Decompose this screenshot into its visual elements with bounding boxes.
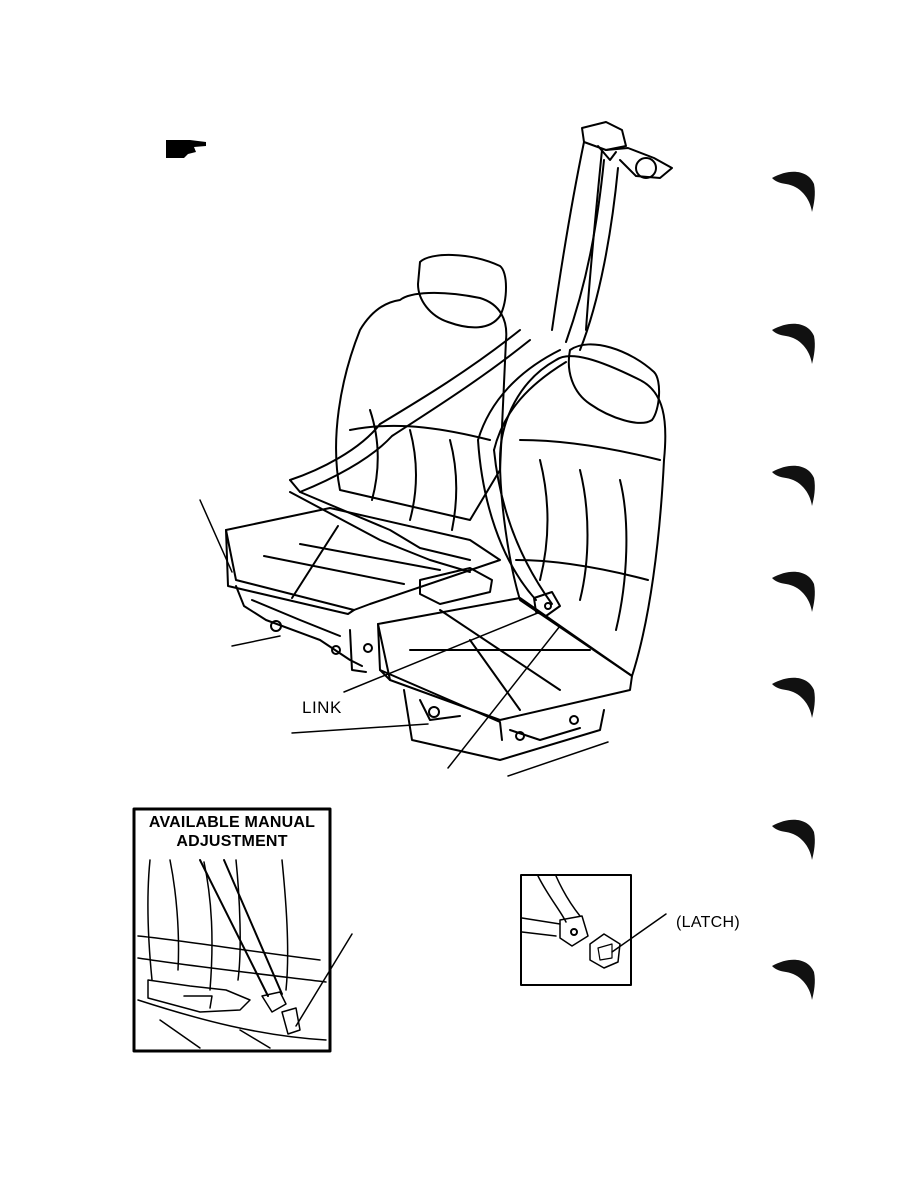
page-tab-icon [772, 960, 815, 1000]
inset-title: AVAILABLE MANUAL ADJUSTMENT [134, 813, 330, 851]
inset-title-line1: AVAILABLE MANUAL [134, 813, 330, 832]
page-tab-icon [772, 678, 815, 718]
page-tab-icon [772, 820, 815, 860]
page-tab-icons [772, 172, 815, 1000]
rear-seat-drawing [200, 122, 672, 776]
page-tab-icon [772, 172, 815, 212]
latch-inset [521, 875, 666, 985]
page-tab-icon [772, 572, 815, 612]
pointing-hand-icon [166, 140, 206, 158]
link-label: LINK [302, 698, 342, 718]
page-tab-icon [772, 466, 815, 506]
latch-label: (LATCH) [676, 914, 740, 932]
page-tab-icon [772, 324, 815, 364]
inset-title-line2: ADJUSTMENT [134, 832, 330, 851]
